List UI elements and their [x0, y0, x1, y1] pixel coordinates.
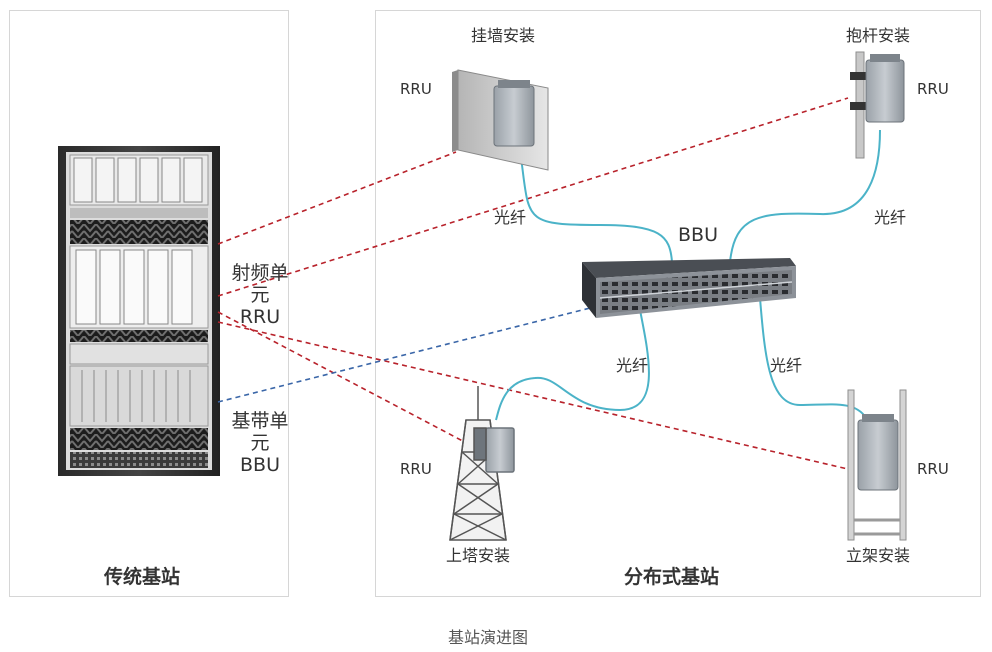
- link-bbu: [217, 305, 599, 403]
- figure-caption: 基站演进图: [448, 628, 529, 647]
- rack-mount-rru: [847, 389, 907, 541]
- traditional-cabinet: [58, 146, 220, 476]
- link-rru-tower: [217, 311, 477, 449]
- bbu-left-label: 基带单元 BBU: [228, 410, 292, 476]
- fiber-label-pole: 光纤: [874, 208, 907, 227]
- rack-rru-label: RRU: [917, 460, 949, 478]
- pole-mount-rru: [850, 51, 905, 159]
- fiber-label-rack: 光纤: [770, 356, 803, 375]
- fiber-pole: [729, 129, 881, 263]
- tower-rru-label: RRU: [400, 460, 432, 478]
- rru-left-label-line2: RRU: [239, 306, 281, 328]
- rru-left-label: 射频单元 RRU: [228, 262, 292, 328]
- fiber-wall: [519, 149, 673, 263]
- wall-rru-label: RRU: [400, 80, 432, 98]
- tower-mount-rru: [449, 386, 515, 541]
- bbu-left-label-line1: 基带单元: [231, 410, 289, 454]
- link-rru-wall: [217, 151, 457, 245]
- fiber-tower: [495, 309, 650, 421]
- distributed-panel-title: 分布式基站: [624, 566, 720, 588]
- pole-mount-label: 抱杆安装: [846, 26, 911, 45]
- bbu-label: BBU: [678, 224, 718, 246]
- wall-mount-label: 挂墙安装: [471, 26, 536, 45]
- link-rru-rack: [217, 321, 853, 471]
- wall-mount-rru: [452, 69, 549, 171]
- pole-rru-label: RRU: [917, 80, 949, 98]
- rru-left-label-line1: 射频单元: [231, 262, 289, 306]
- traditional-panel-title: 传统基站: [104, 566, 181, 588]
- tower-mount-label: 上塔安装: [446, 546, 511, 565]
- fiber-label-wall: 光纤: [494, 208, 527, 227]
- fiber-label-tower: 光纤: [616, 356, 649, 375]
- rack-mount-label: 立架安装: [846, 546, 911, 565]
- bbu-unit: [582, 258, 796, 318]
- bbu-left-label-line2: BBU: [240, 454, 280, 476]
- link-rru-pole: [217, 97, 849, 297]
